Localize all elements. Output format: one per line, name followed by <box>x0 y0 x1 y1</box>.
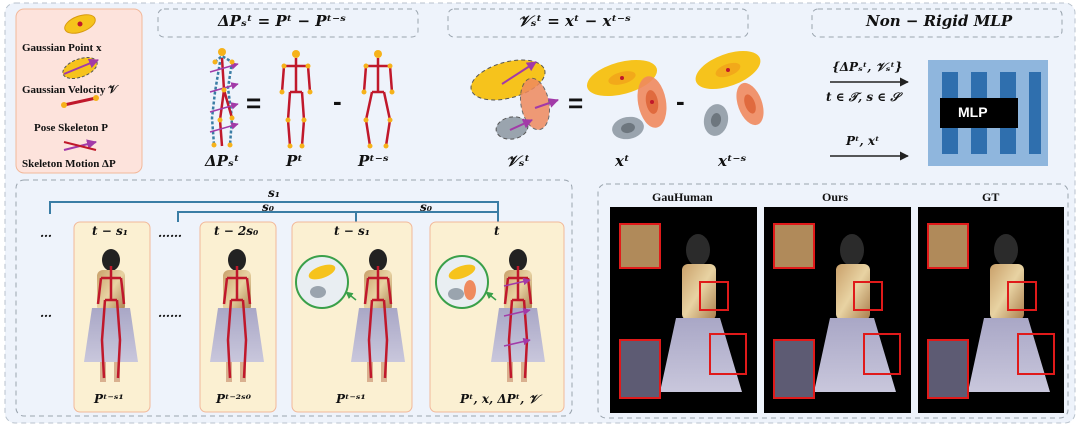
caption-v-s-t: 𝒱ₛᵗ <box>506 152 530 170</box>
zoom-box-gauhuman-top <box>619 223 661 269</box>
gaussians-x-t-minus-s <box>695 50 764 136</box>
zoom-circle-4 <box>435 255 489 309</box>
interval-s0-b: s₀ <box>420 200 433 214</box>
minus-sign-2: - <box>676 86 685 116</box>
zoom-box-ours-bottom <box>773 339 815 399</box>
mlp-input-mid: t ∈ 𝒯, s ∈ 𝒮 <box>826 90 900 104</box>
frame-2-top: t − 2s₀ <box>214 224 259 238</box>
ellipsis-3: … <box>40 306 52 320</box>
ellipsis-1: … <box>40 226 52 240</box>
frame-4-bottom: Pᵗ, x, ΔPᵗ, 𝒱 <box>460 392 539 406</box>
timeline-brackets <box>49 201 499 222</box>
gaussian-velocity-cluster <box>470 59 559 140</box>
frame-3-top: t − s₁ <box>334 224 370 238</box>
zoom-box-gauhuman-bottom <box>619 339 661 399</box>
zoom-box-gt-top <box>927 223 969 269</box>
legend-box <box>15 8 143 174</box>
frame-4-top: t <box>494 224 500 238</box>
zoom-circle-3 <box>295 255 349 309</box>
delta-skeleton-icon <box>209 48 239 148</box>
mlp-box-label: MLP <box>958 104 988 120</box>
legend-pose-skeleton: Pose Skeleton P <box>34 122 108 134</box>
minus-sign-1: - <box>333 86 342 116</box>
legend-skeleton-motion: Skeleton Motion ΔP <box>22 158 116 170</box>
frame-card-4 <box>429 221 565 413</box>
caption-x-t-minus-s: xᵗ⁻ˢ <box>718 152 747 170</box>
legend-gaussian-point: Gaussian Point x <box>22 42 102 54</box>
pose-skeleton-t <box>279 50 313 149</box>
legend-gaussian-velocity: Gaussian Velocity 𝒱 <box>22 84 118 96</box>
mlp-header-box <box>811 8 1063 38</box>
pose-skeleton-icon <box>63 96 97 107</box>
panel-label-gauhuman: GauHuman <box>652 190 713 204</box>
mlp-input-bottom: Pᵗ, xᵗ <box>846 134 880 148</box>
human-figure-2 <box>210 249 264 382</box>
velocity-header-box <box>447 8 749 38</box>
equals-sign-1: = <box>246 88 262 118</box>
zoom-box-ours-top <box>773 223 815 269</box>
delta-p-equation: ΔPₛᵗ = Pᵗ − Pᵗ⁻ˢ <box>218 12 346 30</box>
caption-x-t: xᵗ <box>615 152 630 170</box>
interval-s1: s₁ <box>268 186 281 200</box>
caption-delta-p: ΔPₛᵗ <box>205 152 240 170</box>
human-figure-3 <box>295 249 405 382</box>
panel-label-gt: GT <box>982 190 1000 204</box>
frame-1-bottom: Pᵗ⁻ˢ¹ <box>94 392 124 406</box>
interval-s0-a: s₀ <box>262 200 275 214</box>
human-figure-1 <box>84 249 138 382</box>
mlp-title: Non − Rigid MLP <box>866 12 1013 30</box>
pose-skeleton-t-minus-s <box>361 50 395 149</box>
panel-label-ours: Ours <box>822 190 849 204</box>
ellipsis-2: …… <box>158 226 182 240</box>
frame-1-top: t − s₁ <box>92 224 128 238</box>
frame-2-bottom: Pᵗ⁻²ˢ⁰ <box>216 392 252 406</box>
mlp-input-top: {ΔPₛᵗ, 𝒱ₛᵗ} <box>832 60 903 74</box>
timeline-box <box>15 179 573 417</box>
human-figure-4 <box>435 249 545 382</box>
comparison-box <box>597 183 1069 419</box>
equals-sign-2: = <box>568 88 584 118</box>
velocity-equation: 𝒱ₛᵗ = xᵗ − xᵗ⁻ˢ <box>518 12 631 30</box>
delta-p-header-box <box>157 8 419 38</box>
caption-p-t-minus-s: Pᵗ⁻ˢ <box>358 152 389 170</box>
caption-p-t: Pᵗ <box>286 152 303 170</box>
gaussians-x-t <box>586 59 667 140</box>
frame-3-bottom: Pᵗ⁻ˢ¹ <box>336 392 366 406</box>
comparison-figures <box>619 223 1055 399</box>
zoom-box-gt-bottom <box>927 339 969 399</box>
ellipsis-4: …… <box>158 306 182 320</box>
